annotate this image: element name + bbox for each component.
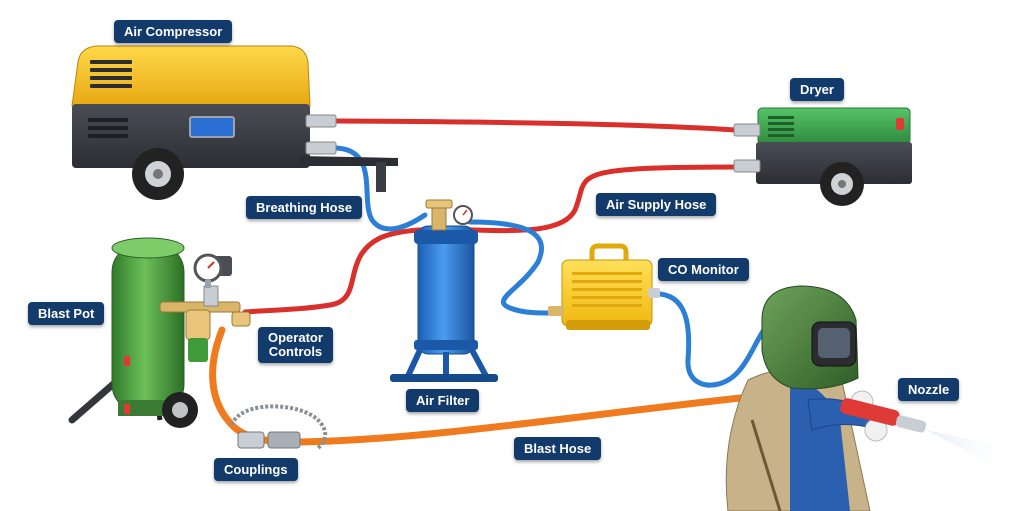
filter-to-monitor-hose (467, 219, 563, 316)
label-blast-pot: Blast Pot (28, 302, 105, 325)
nozzle-spray (926, 430, 1022, 480)
compressor-tow-bar (300, 156, 398, 166)
monitor-to-helmet-hose (647, 291, 773, 388)
label-blast-hose: Blast Hose (514, 437, 602, 460)
label-breathing-hose: Breathing Hose (246, 196, 363, 219)
compressor-vent-top (90, 60, 132, 88)
dryer-vent (768, 116, 794, 137)
air-hoses (209, 118, 773, 450)
blast-operator (725, 285, 1022, 511)
compressor-display-screen (189, 116, 235, 138)
label-couplings: Couplings (214, 458, 298, 481)
label-operator-controls: Operator Controls (258, 327, 333, 363)
co-monitor (548, 243, 660, 330)
dryer-inlet-couplers (733, 123, 761, 173)
label-air-compressor: Air Compressor (114, 20, 233, 43)
blast-pot-handle (68, 376, 122, 424)
air-compressor (71, 45, 398, 200)
blast-pot-valve-assembly (124, 285, 251, 414)
label-operator-controls-line1: Operator (268, 330, 323, 345)
blast-hose-couplings (237, 431, 301, 449)
label-nozzle: Nozzle (898, 378, 960, 401)
air-filter-gauge-icon (453, 205, 473, 225)
air-filter (390, 199, 498, 382)
air-supply-hose (242, 164, 739, 315)
blast-pot-gauge-icon (193, 253, 232, 288)
air-filter-valve (425, 199, 453, 231)
compressor-outlet-couplers (305, 114, 337, 155)
label-operator-controls-line2: Controls (268, 344, 323, 359)
compressor-vent-bottom (88, 118, 128, 138)
blast-pot (68, 237, 251, 428)
compressor-to-dryer-hose (333, 118, 739, 133)
label-co-monitor: CO Monitor (658, 258, 749, 281)
nozzle-icon (840, 398, 927, 433)
whip-check-cable (230, 404, 328, 450)
label-dryer: Dryer (790, 78, 844, 101)
label-air-filter: Air Filter (406, 389, 480, 412)
label-air-supply-hose: Air Supply Hose (596, 193, 717, 216)
dryer (733, 107, 912, 206)
